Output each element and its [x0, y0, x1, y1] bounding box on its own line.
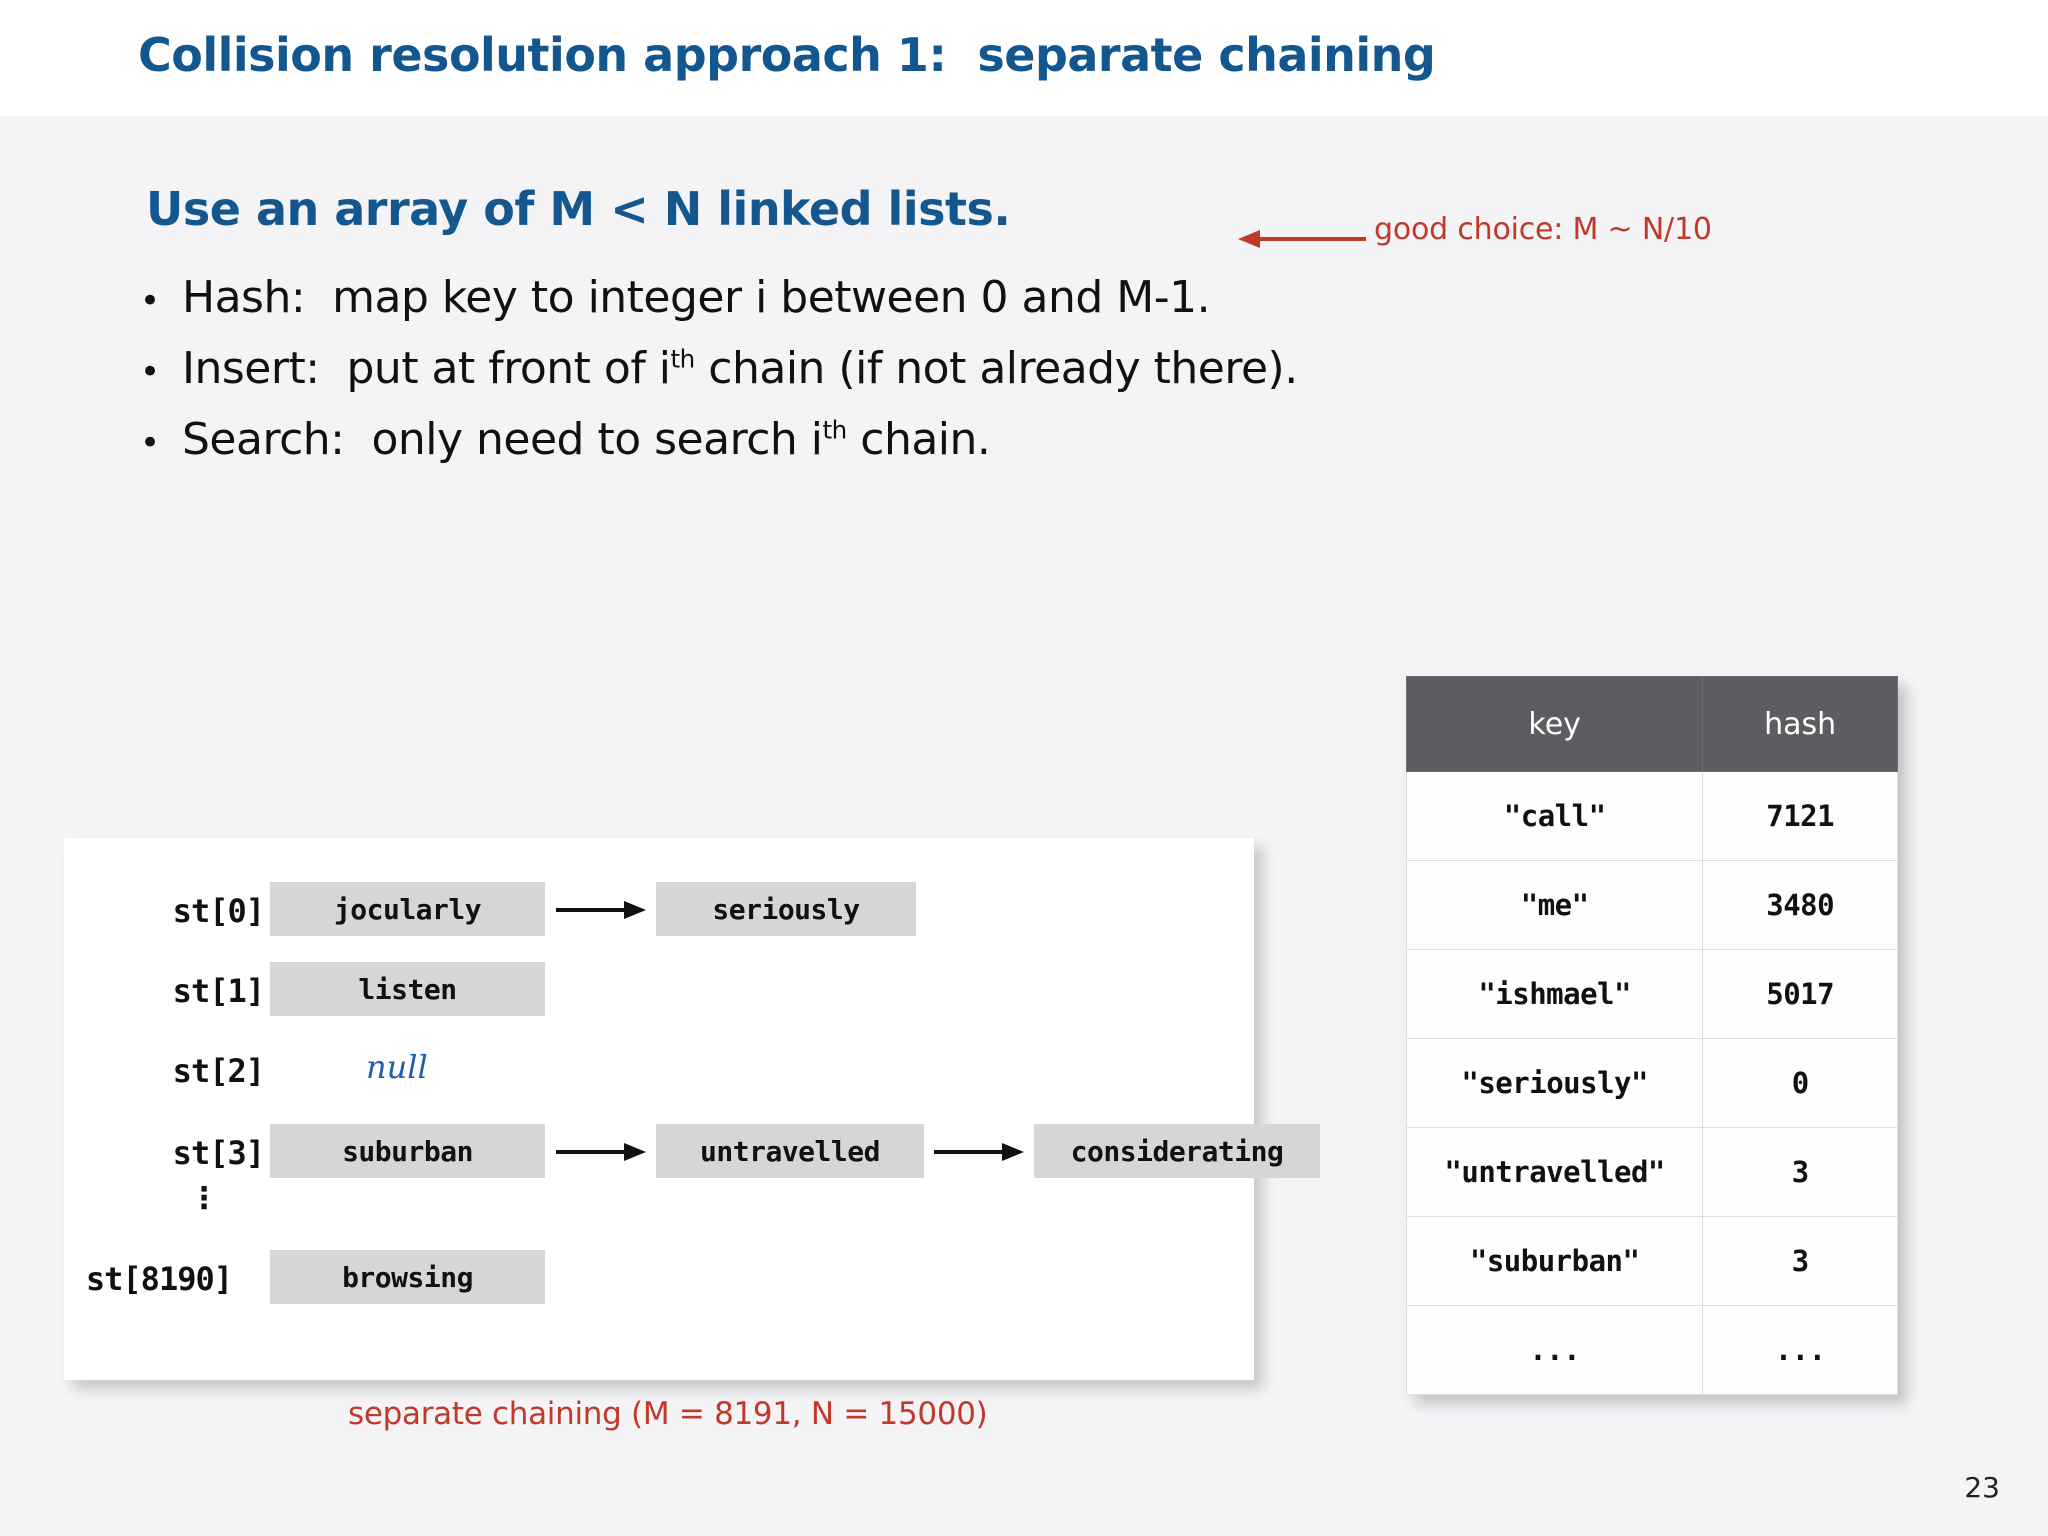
cell-key: "me": [1405, 860, 1704, 950]
array-index-st0: st[0]: [172, 892, 265, 930]
cell-hash: 0: [1702, 1038, 1898, 1128]
cell-hash: 3480: [1702, 860, 1898, 950]
table-row: "call" 7121: [1405, 771, 1898, 861]
array-index-st3: st[3]: [172, 1134, 265, 1172]
column-header-hash: hash: [1702, 676, 1898, 772]
array-index-st8190: st[8190]: [85, 1260, 233, 1298]
bullet-marker: •: [140, 423, 160, 463]
bullet-marker: •: [140, 352, 160, 392]
table-row: "seriously" 0: [1405, 1038, 1898, 1128]
bullet-text-tail: chain (if not already there).: [694, 343, 1298, 394]
bullet-text-tail: chain.: [846, 414, 991, 465]
arrow-right-icon: [556, 1143, 646, 1161]
table-row: "me" 3480: [1405, 860, 1898, 950]
cell-key: "ishmael": [1405, 949, 1704, 1039]
arrow-left-icon: [1238, 230, 1366, 248]
page-number: 23: [1964, 1471, 2000, 1504]
cell-key: "untravelled": [1405, 1127, 1704, 1217]
list-node: seriously: [656, 882, 916, 936]
list-node: suburban: [270, 1124, 545, 1178]
list-node: untravelled: [656, 1124, 924, 1178]
lede-text: Use an array of M < N linked lists.: [146, 182, 1011, 236]
title-bar: [0, 0, 2048, 116]
cell-hash: ...: [1702, 1305, 1898, 1395]
cell-hash: 5017: [1702, 949, 1898, 1039]
cell-hash: 3: [1702, 1216, 1898, 1306]
array-index-st2: st[2]: [172, 1052, 265, 1090]
list-item: • Search: only need to search ith chain.: [140, 414, 1540, 465]
list-item: • Insert: put at front of ith chain (if …: [140, 343, 1540, 394]
bullet-text: Insert: put at front of i: [182, 343, 671, 394]
array-index-st1: st[1]: [172, 972, 265, 1010]
cell-key: ...: [1405, 1305, 1704, 1395]
table-header-row: key hash: [1405, 676, 1898, 772]
bullet-text: Search: only need to search i: [182, 414, 823, 465]
bullet-list: • Hash: map key to integer i between 0 a…: [140, 272, 1540, 485]
separate-chaining-diagram: st[0] jocularly seriously st[1] listen s…: [64, 838, 1320, 1380]
cell-key: "call": [1405, 771, 1704, 861]
page-title: Collision resolution approach 1: separat…: [138, 28, 1436, 82]
cell-hash: 3: [1702, 1127, 1898, 1217]
table-row: "untravelled" 3: [1405, 1127, 1898, 1217]
vertical-ellipsis: ⋮: [189, 1181, 219, 1216]
table-row: "ishmael" 5017: [1405, 949, 1898, 1039]
bullet-marker: •: [140, 281, 160, 321]
table-row: "suburban" 3: [1405, 1216, 1898, 1306]
column-header-key: key: [1405, 676, 1704, 772]
list-node: listen: [270, 962, 545, 1016]
arrow-right-icon: [934, 1143, 1024, 1161]
ordinal-superscript: th: [670, 344, 696, 374]
null-label: null: [366, 1048, 428, 1086]
arrow-right-icon: [556, 901, 646, 919]
cell-key: "suburban": [1405, 1216, 1704, 1306]
list-item: • Hash: map key to integer i between 0 a…: [140, 272, 1540, 323]
list-node: jocularly: [270, 882, 545, 936]
ordinal-superscript: th: [822, 415, 848, 445]
cell-hash: 7121: [1702, 771, 1898, 861]
cell-key: "seriously": [1405, 1038, 1704, 1128]
good-choice-annotation: good choice: M ~ N/10: [1374, 212, 1712, 247]
list-node: considerating: [1034, 1124, 1320, 1178]
list-node: browsing: [270, 1250, 545, 1304]
table-row: ... ...: [1405, 1305, 1898, 1395]
diagram-caption: separate chaining (M = 8191, N = 15000): [348, 1396, 988, 1432]
bullet-text: Hash: map key to integer i between 0 and…: [182, 272, 1211, 323]
hash-table: key hash "call" 7121 "me" 3480 "ishmael"…: [1405, 676, 1898, 1395]
